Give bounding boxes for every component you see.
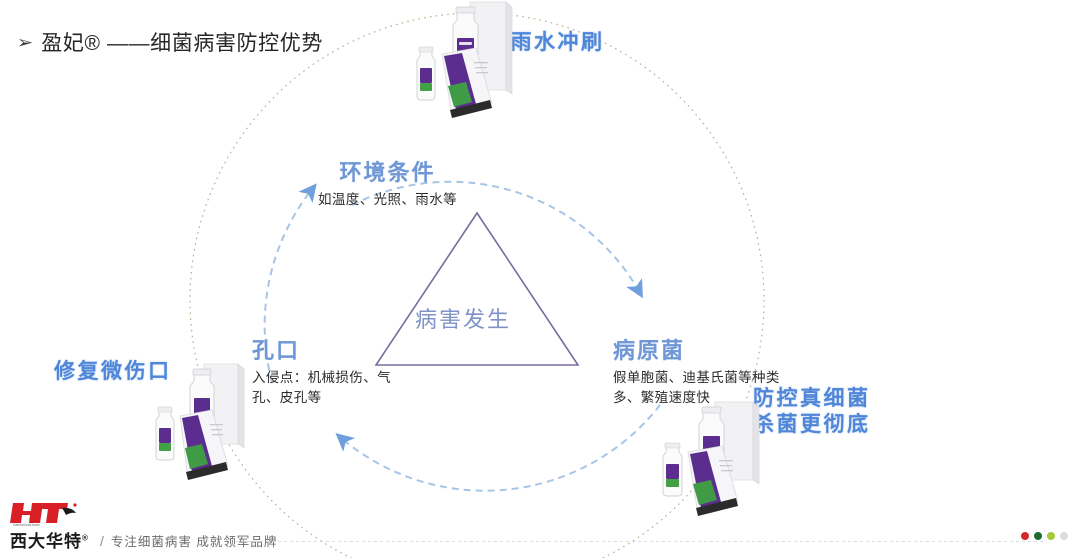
benefit-rain-resistance: 耐雨水冲刷	[487, 31, 605, 54]
footer-color-dots	[1021, 532, 1068, 540]
footer-dot-1	[1021, 532, 1029, 540]
footer-slash-separator: /	[100, 532, 104, 549]
brand-logo: Harmonious team 西大华特®	[10, 500, 89, 552]
brand-company-name: 西大华特®	[10, 532, 89, 551]
footer-dot-4	[1060, 532, 1068, 540]
node-pathogen-heading: 病原菌	[613, 338, 686, 363]
node-pore-detail: 入侵点：机械损伤、气孔、皮孔等	[252, 370, 391, 405]
page-title: ➢ 盈妃® ——细菌病害防控优势	[16, 27, 323, 57]
footer-dot-2	[1034, 532, 1042, 540]
node-environment: 环境条件 如温度、光照、雨水等	[318, 155, 457, 210]
node-environment-heading: 环境条件	[339, 160, 436, 185]
bullet-arrow-icon: ➢	[16, 32, 34, 52]
footer-dot-3	[1047, 532, 1055, 540]
benefit-bactericidal-line1: 防控真细菌	[753, 387, 871, 410]
node-pore-heading: 孔口	[252, 338, 301, 363]
node-environment-detail: 如温度、光照、雨水等	[318, 192, 457, 207]
node-pathogen-detail: 假单胞菌、迪基氏菌等种类多、繁殖速度快	[613, 370, 780, 405]
footer-tagline: 专注细菌病害 成就领军品牌	[110, 535, 278, 549]
benefit-wound-repair: 修复微伤口	[54, 360, 172, 383]
disease-triangle	[374, 211, 580, 366]
product-photo-top	[408, 0, 538, 126]
logo-sub-text: Harmonious team	[13, 523, 40, 526]
ht-logo-icon: Harmonious team	[10, 503, 77, 526]
product-photo-top-image	[416, 1, 513, 118]
triangle-center-label: 病害发生	[415, 307, 512, 332]
product-photo-bottom-right	[655, 400, 785, 522]
footer-dotted-rule	[236, 541, 1046, 542]
node-pathogen: 病原菌 假单胞菌、迪基氏菌等种类多、繁殖速度快	[613, 333, 793, 407]
brand-name-row: 西大华特®	[10, 527, 89, 552]
benefit-bactericidal: 防控真细菌 杀菌更彻底	[753, 386, 871, 439]
arc-pathogen-to-pore	[335, 404, 661, 492]
footer-bar: Harmonious team 西大华特® / 专注细菌病害 成就领军品牌	[0, 502, 1080, 558]
footer-tagline-group: / 专注细菌病害 成就领军品牌	[100, 531, 277, 550]
page-title-text: 盈妃® ——细菌病害防控优势	[41, 32, 323, 55]
node-pore: 孔口 入侵点：机械损伤、气孔、皮孔等	[252, 333, 400, 407]
product-photo-left-image	[155, 363, 245, 480]
product-photo-bottom-right-image	[662, 401, 760, 516]
product-photo-left	[150, 358, 262, 490]
benefit-bactericidal-line2: 杀菌更彻底	[753, 413, 871, 437]
